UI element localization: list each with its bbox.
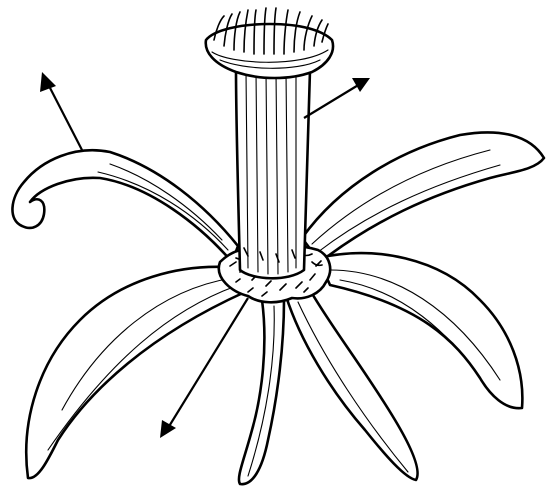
- arrow-upper-left: [40, 72, 82, 150]
- anther-crown: [206, 8, 333, 78]
- petal-left: [26, 267, 245, 478]
- petal-upper-left: [12, 150, 238, 262]
- stamen-column: [236, 70, 310, 278]
- petal-bottom-center: [239, 300, 284, 484]
- arrow-upper-right: [304, 78, 370, 118]
- petal-upper-right: [302, 132, 544, 262]
